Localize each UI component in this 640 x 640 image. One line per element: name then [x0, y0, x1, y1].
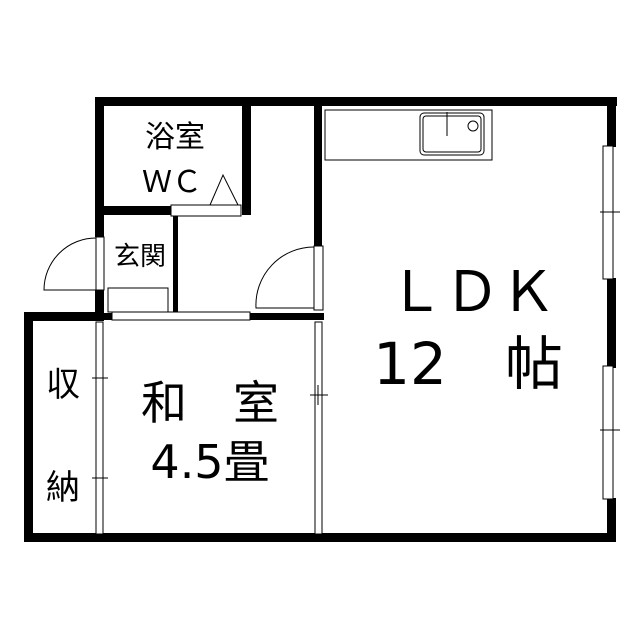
room-label-bath: 浴室: [145, 120, 205, 155]
door-ticks: [92, 211, 620, 479]
sliding-door-ldk: [314, 321, 323, 535]
ldk-door-frame: [313, 245, 324, 311]
room-label-closet-1: 収: [46, 365, 80, 405]
wall-entrance-right: [173, 215, 178, 315]
entrance-door-swing: [43, 237, 97, 291]
window-lower: [602, 365, 614, 500]
room-label-wc: ＷＣ: [142, 165, 202, 200]
wall-right: [607, 498, 616, 542]
wall-top: [95, 97, 617, 106]
ldk-door-swing: [255, 246, 315, 309]
wall-left-upper: [95, 97, 104, 237]
wall-ldk-left: [314, 97, 322, 247]
wall-left-lower: [95, 290, 104, 320]
room-label-washitsu-size: 4.5畳: [150, 435, 270, 489]
kitchen-sink-inner: [422, 115, 482, 153]
room-label-washitsu: 和 室: [141, 376, 279, 430]
room-label-ldk-size: 12 帖: [373, 330, 563, 398]
bath-door-marker: [209, 173, 239, 206]
bath-door: [170, 204, 242, 217]
sliding-door-closet: [95, 321, 104, 535]
wall-bath-bottom: [95, 206, 173, 215]
sink-drain: [467, 120, 479, 132]
room-label-closet-2: 納: [46, 468, 80, 508]
wall-right: [607, 97, 616, 147]
shoe-box: [107, 287, 169, 313]
wall-closet-top: [24, 312, 104, 321]
wall-closet-left: [24, 312, 33, 542]
sliding-door-washitsu: [111, 311, 251, 321]
entrance-door-frame: [95, 236, 105, 291]
room-label-entrance: 玄関: [113, 242, 167, 272]
room-label-ldk: ＬＤＫ: [388, 260, 556, 325]
wall-right: [607, 278, 616, 368]
wall-bath-right: [242, 97, 251, 215]
wall-bottom: [24, 533, 616, 542]
